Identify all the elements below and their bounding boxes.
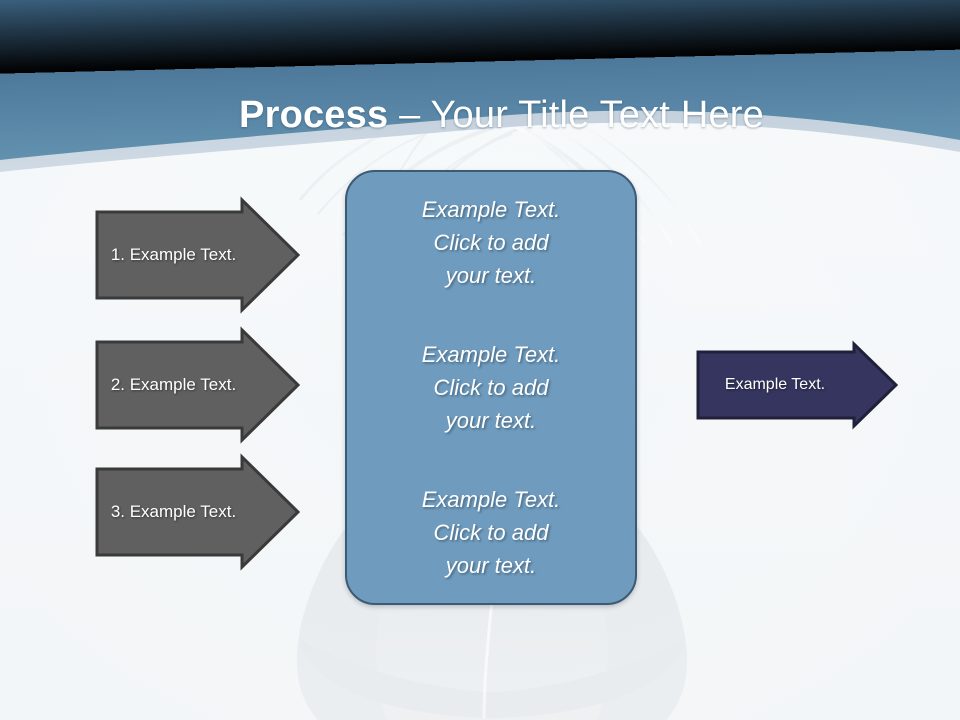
process-output-arrow[interactable]: Example Text. xyxy=(696,340,899,430)
arrow-shape-icon xyxy=(95,196,301,314)
process-step-arrow-3[interactable]: 3. Example Text. xyxy=(95,453,301,571)
center-panel-text-block-1: Example Text. Click to add your text. xyxy=(421,197,561,288)
process-step-arrow-2-label: 2. Example Text. xyxy=(110,375,237,394)
process-step-arrow-2[interactable]: 2. Example Text. xyxy=(95,326,301,444)
process-center-panel[interactable]: Example Text. Click to add your text. Ex… xyxy=(345,170,637,605)
center-panel-text-block-3: Example Text. Click to add your text. xyxy=(421,487,561,578)
process-step-arrow-1[interactable]: 1. Example Text. xyxy=(95,196,301,314)
arrow-shape-icon xyxy=(95,326,301,444)
process-step-arrow-1-label: 1. Example Text. xyxy=(110,245,237,264)
process-output-arrow-label: Example Text. xyxy=(724,376,826,393)
process-step-arrow-3-label: 3. Example Text. xyxy=(110,502,237,521)
arrow-shape-icon xyxy=(95,453,301,571)
arrow-shape-icon xyxy=(696,340,899,430)
page-title-strong: Process xyxy=(239,94,389,136)
page-title-rest: – Your Title Text Here xyxy=(388,94,764,136)
page-title: Process – Your Title Text Here xyxy=(0,46,960,184)
center-panel-text-block-2: Example Text. Click to add your text. xyxy=(421,342,561,433)
